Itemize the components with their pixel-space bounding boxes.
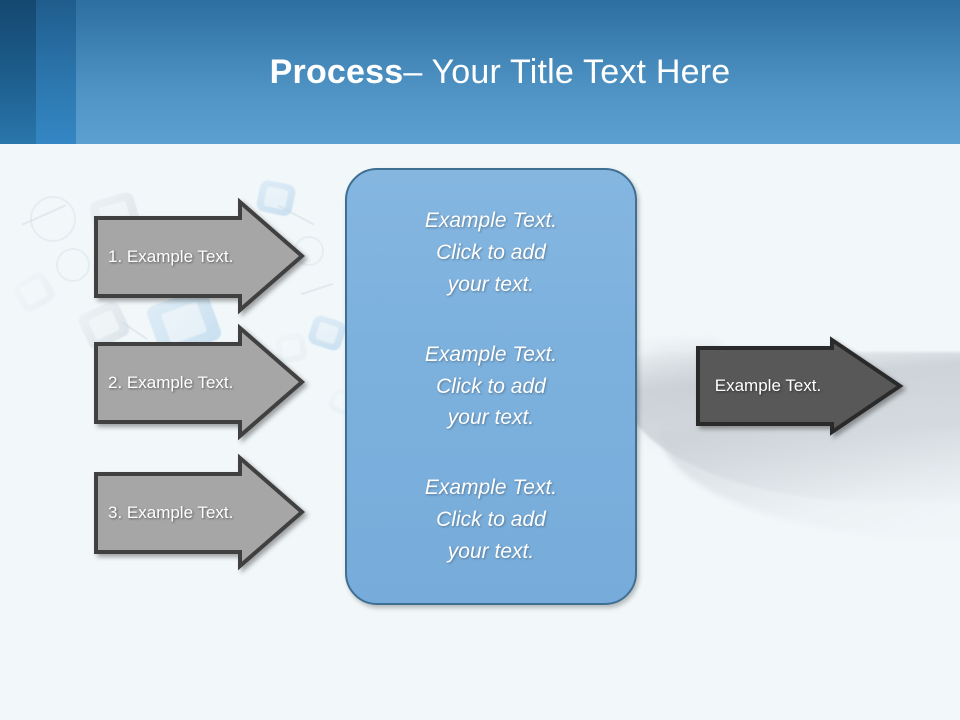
detail-paragraph-3: Example Text. Click to add your text. xyxy=(424,476,558,564)
slide-header: Process – Your Title Text Here xyxy=(0,0,960,144)
process-detail-box[interactable]: Example Text. Click to add your text. Ex… xyxy=(345,168,637,605)
result-arrow[interactable]: Example Text. xyxy=(692,336,906,436)
header-accent-stripe-dark xyxy=(0,0,36,144)
process-arrow-2[interactable]: 2. Example Text. xyxy=(90,322,308,444)
detail-paragraph-1: Example Text. Click to add your text. xyxy=(424,208,558,296)
slide-title-strong: Process xyxy=(269,52,404,91)
detail-paragraph-2: Example Text. Click to add your text. xyxy=(424,342,558,430)
process-arrow-1[interactable]: 1. Example Text. xyxy=(90,196,308,318)
slide-title-rest: – Your Title Text Here xyxy=(403,52,731,91)
header-gradient-band xyxy=(0,0,960,144)
slide-title: Process – Your Title Text Here xyxy=(120,0,880,144)
process-arrow-3[interactable]: 3. Example Text. xyxy=(90,452,308,574)
header-accent-stripe-mid xyxy=(36,0,76,144)
